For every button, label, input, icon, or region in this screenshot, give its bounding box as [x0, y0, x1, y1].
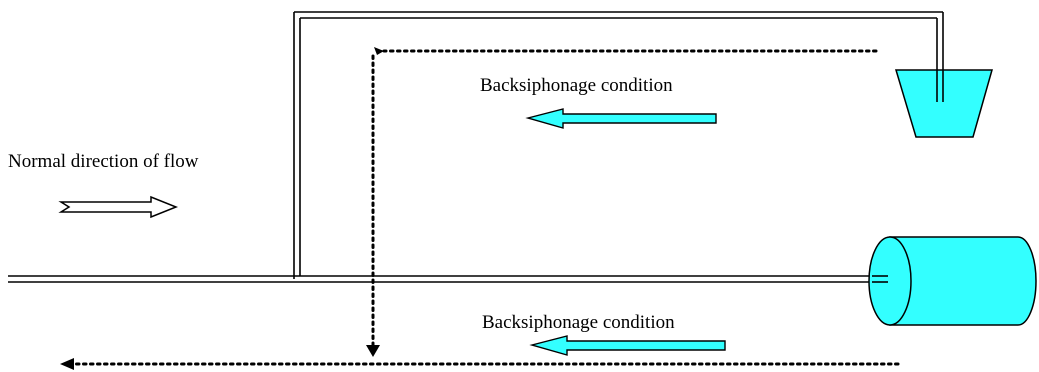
- hose-into-bucket: [936, 12, 944, 102]
- dotted-path-bottom: [60, 358, 900, 370]
- normal-flow-arrow: [58, 195, 179, 219]
- backsiphonage-arrow-bottom: [529, 335, 726, 356]
- backsiphonage-label-bottom: Backsiphonage condition: [482, 312, 675, 333]
- dotted-path-top: [366, 47, 878, 357]
- top-pipe: [294, 11, 943, 19]
- bucket: [894, 69, 993, 138]
- backsiphonage-arrow-top: [525, 108, 717, 129]
- normal-flow-label: Normal direction of flow: [8, 151, 199, 172]
- cylinder-tank: [868, 236, 1037, 326]
- backsiphonage-label-top: Backsiphonage condition: [480, 75, 673, 96]
- main-pipe: [8, 275, 888, 283]
- riser-pipe: [293, 12, 301, 279]
